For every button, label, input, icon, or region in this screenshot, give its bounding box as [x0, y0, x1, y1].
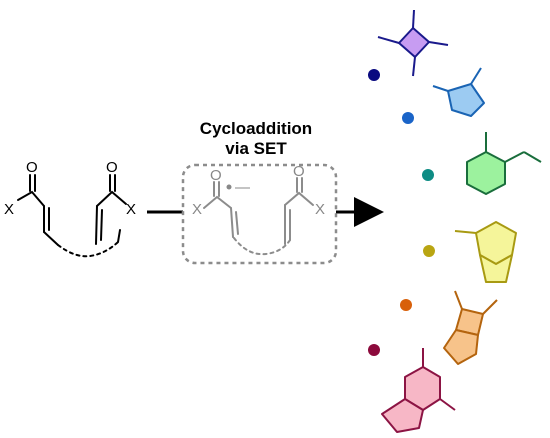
title-line-2: via SET: [225, 139, 287, 158]
left-chain-bond: [43, 231, 59, 246]
cyclopentane-product: [432, 67, 485, 117]
tricyclic-product: [381, 348, 456, 433]
right-alkene-2: [100, 209, 103, 241]
right-oxygen: O: [106, 159, 118, 176]
right-alkene: [95, 205, 98, 245]
bicyclic-product: [454, 221, 517, 283]
cyclobutane-bullet: [368, 69, 380, 81]
int-left-oxygen: O: [210, 167, 222, 184]
cyclopentane-bullet: [402, 112, 414, 124]
starting-material: O X O X: [4, 159, 136, 258]
left-oxygen: O: [26, 159, 38, 176]
cyclohexane-product: [466, 132, 542, 195]
right-x-label: X: [126, 201, 136, 218]
int-right-acyl: [284, 191, 314, 206]
tether-dashed: [57, 241, 119, 258]
cyclobutane-product: [377, 9, 449, 77]
right-chain-bond: [117, 229, 121, 243]
bicyclic-bullet: [423, 245, 435, 257]
int-left-alkene-2: [235, 211, 239, 235]
int-left-alkene: [230, 207, 234, 238]
int-right-oxygen: O: [293, 163, 305, 180]
cyclohexane-bullet: [422, 169, 434, 181]
fused-product: [443, 290, 498, 365]
radical-dot-icon: [226, 184, 232, 190]
intermediate-box: [181, 163, 338, 265]
left-x-label: X: [4, 201, 14, 218]
int-left-x: X: [192, 201, 202, 218]
title-line-1: Cycloaddition: [200, 119, 312, 138]
radical-anion-intermediate: X O — O X: [192, 163, 325, 256]
left-acyl-bond: [17, 190, 45, 207]
fused-bullet: [400, 299, 412, 311]
int-left-acyl: [203, 195, 232, 209]
int-right-x: X: [315, 201, 325, 218]
int-tether-dashed: [233, 237, 291, 256]
anion-minus: —: [235, 179, 250, 196]
right-acyl-bond: [96, 190, 127, 207]
tricyclic-bullet: [368, 344, 380, 356]
